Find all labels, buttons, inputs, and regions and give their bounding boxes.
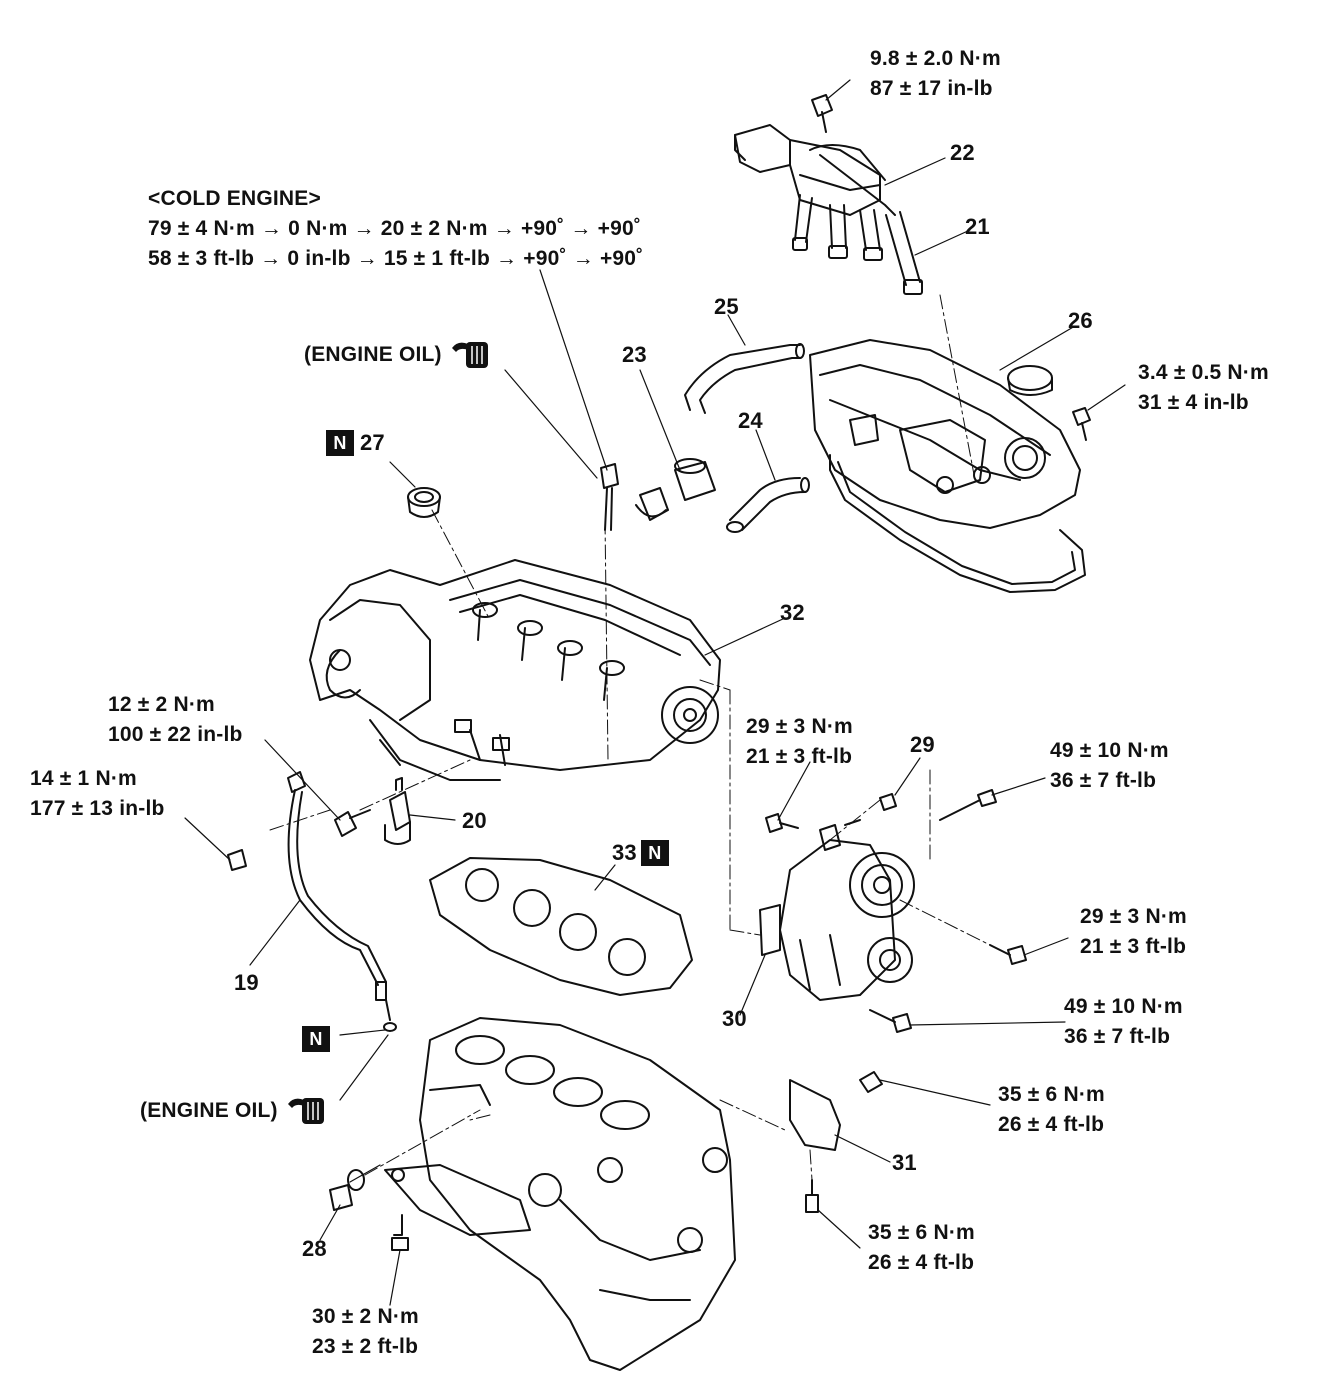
torque-30nm-metric: 30 ± 2 N·m	[312, 1305, 419, 1328]
torque-49nm-a-metric: 49 ± 10 N·m	[1050, 739, 1169, 762]
torque-35nm-a-metric: 35 ± 6 N·m	[998, 1083, 1105, 1106]
part-22-label: 22	[950, 140, 975, 165]
torque-14nm-metric: 14 ± 1 N·m	[30, 767, 137, 790]
torque-14nm-imperial: 177 ± 13 in-lb	[30, 797, 165, 820]
head-bolt	[600, 463, 619, 531]
torque-35nm-b-metric: 35 ± 6 N·m	[868, 1221, 975, 1244]
torque-3.4nm-imperial: 31 ± 4 in-lb	[1138, 391, 1249, 414]
part-24-label: 24	[738, 408, 763, 433]
part-32-label: 32	[780, 600, 805, 625]
bushing-28	[329, 1169, 365, 1211]
part-31-label: 31	[892, 1150, 917, 1175]
alignment-lines	[269, 294, 991, 1181]
leader-lines	[184, 79, 1126, 1306]
oil-seal-27	[407, 487, 441, 518]
part-29-label: 29	[910, 732, 935, 757]
torque-30nm-imperial: 23 ± 2 ft-lb	[312, 1335, 419, 1358]
torque-35nm-b-imperial: 26 ± 4 ft-lb	[868, 1251, 975, 1274]
part-33-label: 33	[612, 840, 637, 865]
cold-engine-imperial: 58 ± 3 ft-lb → 0 in-lb → 15 ± 1 ft-lb → …	[148, 247, 644, 270]
part-33-callout: 33 N	[612, 838, 669, 868]
bolt-12nm	[334, 809, 371, 837]
torque-29nm-a: 29 ± 3 N·m 21 ± 3 ft-lb	[746, 712, 853, 772]
torque-35nm-b: 35 ± 6 N·m 26 ± 4 ft-lb	[868, 1218, 975, 1278]
engine-oil-note-top: (ENGINE OIL)	[304, 338, 492, 372]
torque-9.8nm: 9.8 ± 2.0 N·m 87 ± 17 in-lb	[870, 44, 1001, 104]
front-case-assembly	[759, 819, 915, 1001]
torque-14nm: 14 ± 1 N·m 177 ± 13 in-lb	[30, 764, 165, 824]
torque-9.8nm-metric: 9.8 ± 2.0 N·m	[870, 47, 1001, 70]
mount-bracket	[789, 1071, 883, 1213]
sensor-20	[384, 777, 411, 845]
cylinder-block	[384, 1017, 736, 1371]
cylinder-head-assembly	[309, 559, 721, 781]
torque-12nm: 12 ± 2 N·m 100 ± 22 in-lb	[108, 690, 243, 750]
torque-29nm-b-imperial: 21 ± 3 ft-lb	[1080, 935, 1187, 958]
front-case-bolts	[765, 789, 1027, 1033]
torque-3.4nm: 3.4 ± 0.5 N·m 31 ± 4 in-lb	[1138, 358, 1269, 418]
rocker-cover	[809, 339, 1091, 593]
torque-49nm-b: 49 ± 10 N·m 36 ± 7 ft-lb	[1064, 992, 1183, 1052]
engine-oil-label: (ENGINE OIL)	[304, 343, 442, 366]
torque-49nm-b-imperial: 36 ± 7 ft-lb	[1064, 1025, 1171, 1048]
hoses	[635, 343, 810, 533]
oil-can-icon	[451, 342, 488, 368]
head-gasket	[429, 857, 693, 996]
torque-29nm-a-metric: 29 ± 3 N·m	[746, 715, 853, 738]
dipstick-new-badge: N	[302, 1024, 330, 1054]
part-23-label: 23	[622, 342, 647, 367]
engine-oil-note-bottom: (ENGINE OIL)	[140, 1094, 328, 1128]
part-25-label: 25	[714, 294, 739, 319]
torque-49nm-a-imperial: 36 ± 7 ft-lb	[1050, 769, 1157, 792]
part-30-label: 30	[722, 1006, 747, 1031]
torque-49nm-a: 49 ± 10 N·m 36 ± 7 ft-lb	[1050, 736, 1169, 796]
oil-can-icon	[287, 1098, 324, 1124]
ignition-coil-assembly	[734, 94, 923, 295]
torque-29nm-b: 29 ± 3 N·m 21 ± 3 ft-lb	[1080, 902, 1187, 962]
torque-29nm-a-imperial: 21 ± 3 ft-lb	[746, 745, 853, 768]
torque-49nm-b-metric: 49 ± 10 N·m	[1064, 995, 1183, 1018]
part-21-label: 21	[965, 214, 990, 239]
torque-30nm: 30 ± 2 N·m 23 ± 2 ft-lb	[312, 1302, 419, 1362]
torque-9.8nm-imperial: 87 ± 17 in-lb	[870, 77, 993, 100]
torque-12nm-imperial: 100 ± 22 in-lb	[108, 723, 243, 746]
part-27-label: 27	[360, 430, 385, 455]
bracket-bolt	[391, 1214, 409, 1251]
part-27-callout: N 27	[326, 428, 385, 458]
part-19-label: 19	[234, 970, 259, 995]
cold-engine-title: <COLD ENGINE>	[148, 187, 321, 210]
torque-35nm-a-imperial: 26 ± 4 ft-lb	[998, 1113, 1105, 1136]
torque-12nm-metric: 12 ± 2 N·m	[108, 693, 215, 716]
torque-3.4nm-metric: 3.4 ± 0.5 N·m	[1138, 361, 1269, 384]
engine-oil-label: (ENGINE OIL)	[140, 1099, 278, 1122]
new-part-badge: N	[302, 1026, 330, 1053]
cold-engine-metric: 79 ± 4 N·m → 0 N·m → 20 ± 2 N·m → +90˚ →…	[148, 217, 642, 240]
part-26-label: 26	[1068, 308, 1093, 333]
torque-29nm-b-metric: 29 ± 3 N·m	[1080, 905, 1187, 928]
part-20-label: 20	[462, 808, 487, 833]
part-28-label: 28	[302, 1236, 327, 1261]
cold-engine-spec: <COLD ENGINE> 79 ± 4 N·m → 0 N·m → 20 ± …	[148, 184, 643, 274]
new-part-badge: N	[326, 430, 354, 456]
new-part-badge: N	[640, 840, 669, 866]
torque-35nm-a: 35 ± 6 N·m 26 ± 4 ft-lb	[998, 1080, 1105, 1140]
